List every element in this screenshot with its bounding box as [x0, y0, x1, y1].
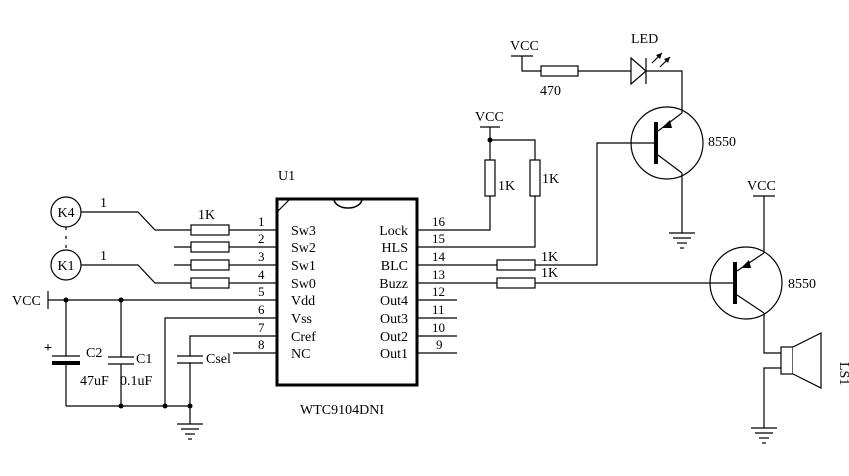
pin-name-out2: Out2	[380, 330, 408, 345]
csel-ref: Csel	[206, 352, 231, 367]
k4-net-label: 1	[100, 196, 107, 211]
led-driver: VCC 470 LED 8550	[510, 32, 736, 249]
pin-name-buzz: Buzz	[379, 277, 408, 292]
pin-name-sw1: Sw1	[291, 259, 316, 274]
pin-name-sw0: Sw0	[291, 277, 316, 292]
resistor-sw1	[190, 259, 230, 271]
speaker-ground-wire	[763, 367, 781, 428]
touch-keys: K4 K1 1 1 1K	[50, 196, 233, 289]
resistor-sw0	[190, 277, 230, 289]
c2-plate-negative	[52, 361, 80, 365]
pin-name-lock: Lock	[379, 224, 408, 239]
pin-name-out1: Out1	[380, 347, 408, 362]
pin-num-12: 12	[432, 284, 445, 299]
resistor-buzz-value: 1K	[541, 266, 558, 281]
led-label: LED	[631, 32, 658, 47]
c2-ref: C2	[86, 346, 102, 361]
ground-symbol-q1	[669, 232, 695, 249]
vcc-pullup-label: VCC	[475, 110, 504, 125]
k4-wire	[81, 211, 191, 231]
ic-body	[275, 197, 419, 387]
pin-name-sw2: Sw2	[291, 241, 316, 256]
lock-wire	[457, 196, 491, 231]
pin-num-2: 2	[258, 231, 265, 246]
ic-notch	[333, 198, 363, 209]
resistor-buzz	[496, 277, 536, 289]
ground-symbol-left	[177, 423, 203, 440]
transistor-q2	[709, 246, 783, 320]
ground-symbol-speaker	[751, 427, 777, 444]
sw-resistor-value: 1K	[198, 208, 215, 223]
vss-wire	[164, 317, 233, 406]
resistor-blc-value: 1K	[541, 250, 558, 265]
pin-num-7: 7	[258, 320, 265, 335]
pin-num-10: 10	[432, 320, 445, 335]
cref-wire	[189, 335, 233, 356]
pin-num-5: 5	[258, 284, 265, 299]
c2-polarity-mark: +	[44, 341, 52, 356]
pin-num-11: 11	[432, 302, 445, 317]
pin-num-15: 15	[432, 231, 445, 246]
hls-wire	[457, 196, 536, 248]
ic-u1: U1 WTC9104DNI	[275, 169, 419, 418]
pullup-lock-value: 1K	[498, 179, 515, 194]
q1-part: 8550	[708, 135, 736, 150]
c1-ref: C1	[136, 352, 152, 367]
pin-num-4: 4	[258, 267, 265, 282]
vcc-q2-label: VCC	[747, 179, 776, 194]
transistor-q1	[630, 106, 704, 180]
resistor-sw3	[190, 224, 230, 236]
c1-value: 0.1uF	[120, 374, 153, 389]
touch-key-k1-label: K1	[57, 259, 74, 274]
q1-base-wire	[535, 142, 632, 266]
ic-left-pins: 1 2 3 4 5 6 7 8 Sw3 Sw2 Sw1 Sw0 Vdd Vss …	[233, 214, 316, 362]
pin-num-9: 9	[436, 337, 443, 352]
supply-decoupling: VCC + C2 47uF C1 0.1uF Csel	[12, 291, 233, 440]
vcc-led-label: VCC	[510, 39, 539, 54]
pin-name-vss: Vss	[291, 312, 312, 327]
pin-num-16: 16	[432, 214, 446, 229]
ic-ref: U1	[278, 169, 295, 184]
c2-value: 47uF	[80, 374, 109, 389]
pin-name-sw3: Sw3	[291, 224, 316, 239]
led-symbol	[630, 52, 671, 86]
speaker-symbol	[780, 332, 822, 389]
pin-num-1: 1	[258, 214, 265, 229]
pin-name-hls: HLS	[382, 241, 408, 256]
pullup-resistor-lock	[484, 159, 496, 197]
pullup-network: VCC 1K 1K	[457, 110, 559, 248]
pin-name-cref: Cref	[291, 330, 316, 345]
pin-name-vdd: Vdd	[291, 294, 315, 309]
pin-num-6: 6	[258, 302, 265, 317]
k1-net-label: 1	[100, 249, 107, 264]
led-resistor	[540, 65, 579, 77]
led-resistor-value: 470	[540, 84, 561, 99]
buzzer-driver: VCC 8550 LS1	[709, 179, 849, 444]
pin-name-out4: Out4	[380, 294, 408, 309]
k1-wire	[81, 264, 191, 284]
q2-part: 8550	[788, 277, 816, 292]
pin-name-blc: BLC	[381, 259, 408, 274]
led-to-q1-wire	[646, 70, 683, 113]
base-resistors: 1K 1K	[457, 142, 711, 289]
pin1-marker	[276, 198, 291, 213]
q2-to-speaker-wire	[763, 313, 781, 354]
pin-num-3: 3	[258, 249, 265, 264]
resistor-sw2	[190, 241, 230, 253]
ic-right-pins: 16 15 14 13 12 11 10 9 Lock HLS BLC Buzz…	[379, 214, 457, 362]
vcc-left-label: VCC	[12, 294, 41, 309]
speaker-ref: LS1	[836, 362, 849, 385]
pin-num-14: 14	[432, 249, 446, 264]
resistor-blc	[496, 259, 536, 271]
pullup-resistor-hls	[529, 159, 541, 197]
pin-name-nc: NC	[291, 347, 310, 362]
ic-part-number: WTC9104DNI	[300, 403, 384, 418]
pin-name-out3: Out3	[380, 312, 408, 327]
pin-num-8: 8	[258, 337, 265, 352]
pin-num-13: 13	[432, 267, 445, 282]
touch-key-k4-label: K4	[57, 206, 74, 221]
pullup-hls-value: 1K	[542, 172, 559, 187]
